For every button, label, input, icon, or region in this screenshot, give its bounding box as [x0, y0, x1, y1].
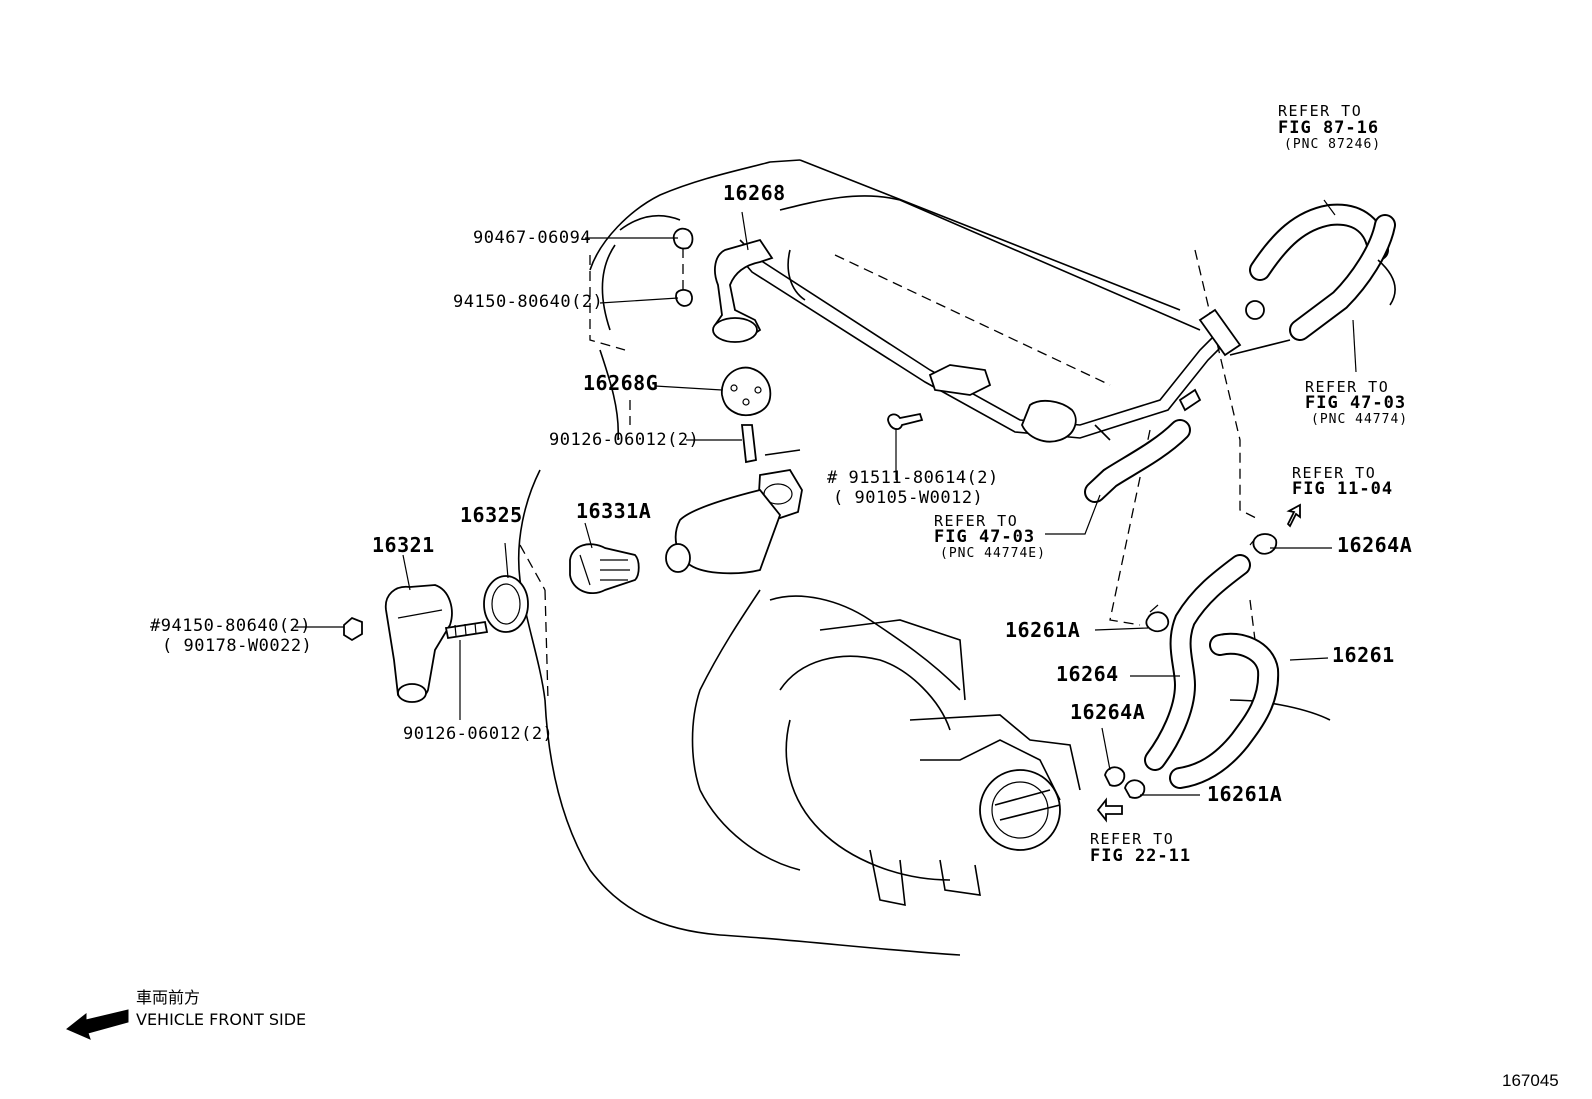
- arrow-up-right-icon: [1286, 503, 1301, 528]
- part-label-16325: 16325: [460, 503, 523, 527]
- bypass-pipe-16268: [712, 238, 1291, 443]
- part-label-16264: 16264: [1056, 662, 1119, 686]
- part-label-94150-80640-top: 94150-80640(2): [453, 292, 604, 312]
- part-label-90467-06094: 90467-06094: [473, 228, 592, 248]
- arrow-left-icon: [1096, 797, 1123, 823]
- ref-11-04-line2: FIG 11-04: [1292, 479, 1394, 499]
- ref-87-16-line3: (PNC 87246): [1284, 137, 1382, 152]
- part-label-90126-06012-top: 90126-06012(2): [549, 430, 700, 450]
- upper-right-hoses: [1249, 203, 1396, 341]
- ref-arrows: [1096, 503, 1301, 823]
- part-label-90126-06012-bottom: 90126-06012(2): [403, 724, 554, 744]
- ref-47-03-mid-line1: REFER TO: [934, 512, 1019, 530]
- part-label-16268G: 16268G: [583, 371, 659, 395]
- ref-11-04-line1: REFER TO: [1292, 464, 1377, 482]
- part-label-16261: 16261: [1332, 643, 1395, 667]
- hose-clamps: [1104, 533, 1278, 799]
- part-label-16331A: 16331A: [576, 499, 652, 523]
- leader-lines: [295, 199, 1357, 796]
- part-label-94150-80640-left: #94150-80640(2): [150, 616, 312, 636]
- part-label-16261A-bottom: 16261A: [1207, 782, 1283, 806]
- part-label-16268: 16268: [723, 181, 786, 205]
- ref-87-16-line2: FIG 87-16: [1278, 118, 1380, 138]
- legend-vehicle-front-side: VEHICLE FRONT SIDE: [136, 1010, 307, 1029]
- legend-japanese: 車両前方: [136, 988, 201, 1007]
- ref-22-11-line1: REFER TO: [1090, 830, 1175, 848]
- thermostat-parts: [343, 227, 924, 703]
- part-label-16264A-top: 16264A: [1337, 533, 1413, 557]
- ref-87-16-line1: REFER TO: [1278, 102, 1363, 120]
- ref-47-03-mid-line2: FIG 47-03: [934, 527, 1036, 547]
- part-label-90105-w0012: ( 90105-W0012): [833, 488, 984, 508]
- figure-number: 167045: [1502, 1071, 1559, 1090]
- vehicle-front-arrow-icon: [66, 1009, 129, 1040]
- engine-block-outline: [517, 159, 1331, 956]
- part-label-16261A-top: 16261A: [1005, 618, 1081, 642]
- part-label-91511-80614: # 91511-80614(2): [827, 468, 999, 488]
- part-label-16264A-bottom: 16264A: [1070, 700, 1146, 724]
- part-label-90178-w0022: ( 90178-W0022): [162, 636, 313, 656]
- heater-hoses: [1144, 554, 1280, 789]
- ref-47-03-mid-line3: (PNC 44774E): [940, 546, 1046, 561]
- ref-47-03-right-line2: FIG 47-03: [1305, 393, 1407, 413]
- hose-fig-47-03: [1084, 419, 1191, 503]
- ref-47-03-right-line1: REFER TO: [1305, 378, 1390, 396]
- part-label-16321: 16321: [372, 533, 435, 557]
- ref-22-11-line2: FIG 22-11: [1090, 846, 1192, 866]
- ref-47-03-right-line3: (PNC 44774): [1311, 412, 1409, 427]
